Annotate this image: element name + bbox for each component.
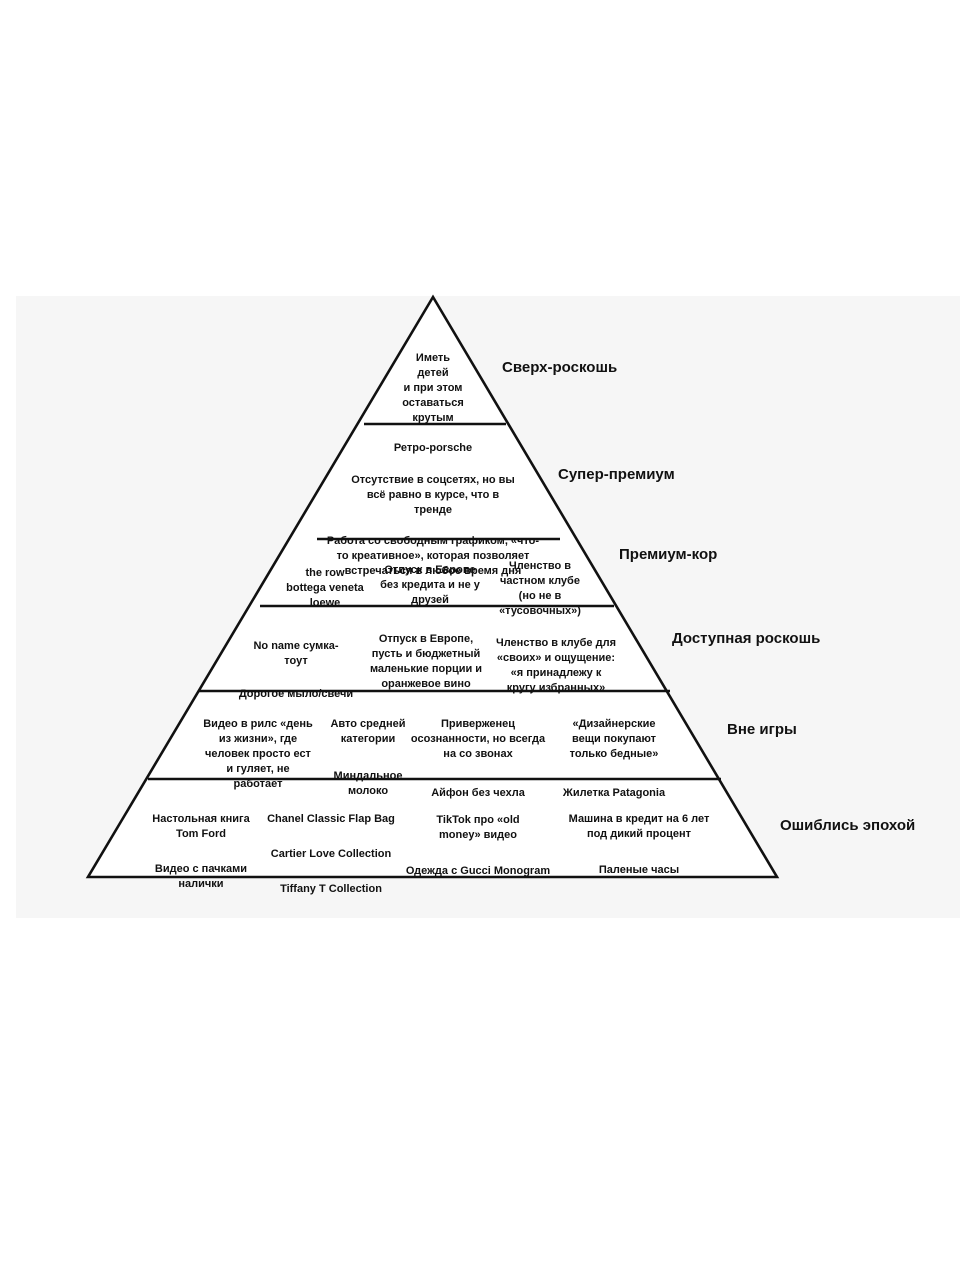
- cell-text: Отпуск в Европе без кредита и не у друзе…: [380, 564, 480, 606]
- tier-5-cell-2: Авто средней категории Миндальное молоко: [318, 702, 418, 814]
- cell-text: Отпуск в Европе, пусть и бюджетный мален…: [369, 633, 483, 690]
- cell-text: Жилетка Patagonia: [562, 787, 666, 799]
- tier-6-label: Ошиблись эпохой: [780, 817, 916, 834]
- cell-text: the row bottega veneta loewe: [286, 567, 364, 609]
- tier-2-label: Супер-премиум: [558, 466, 675, 483]
- tier-6-cell-3: TikTok про «old money» видео Одежда с Gu…: [403, 798, 553, 894]
- tier-6-cell-1: Настольная книга Tom Ford Видео с пачкам…: [136, 797, 266, 907]
- tier-4-cell-3: Членство в клубе для «своих» и ощущение:…: [486, 621, 626, 711]
- tier-3-label: Премиум-кор: [619, 546, 718, 563]
- cell-text: Айфон без чехла: [431, 787, 525, 799]
- cell-text: No name сумка- тоут: [253, 640, 339, 667]
- cell-text: Cartier Love Collection: [270, 848, 392, 860]
- tier-4-cell-2: Отпуск в Европе, пусть и бюджетный мален…: [356, 617, 496, 707]
- tier-5-cell-4: «Дизайнерские вещи покупают только бедны…: [544, 702, 684, 816]
- tier-3-cell-3: Членство в частном клубе (но не в «тусов…: [480, 544, 600, 634]
- tier-5-cell-3: Приверженец осознанности, но всегда на с…: [408, 702, 548, 816]
- cell-text: Видео в рилс «день из жизни», где челове…: [203, 718, 313, 790]
- cell-text: TikTok про «old money» видео: [436, 814, 520, 841]
- cell-text: Отсутствие в соцсетях, но вы всё равно в…: [351, 474, 515, 516]
- cell-text: Членство в клубе для «своих» и ощущение:…: [495, 637, 616, 694]
- cell-text: «Дизайнерские вещи покупают только бедны…: [569, 718, 659, 760]
- cell-text: Машина в кредит на 6 лет под дикий проце…: [568, 813, 710, 840]
- cell-text: Tiffany T Collection: [280, 883, 382, 895]
- cell-text: Работа со свободным графиком, «что- то к…: [326, 535, 540, 577]
- cell-text: Дорогое мыло/свечи: [238, 688, 354, 700]
- tier-5-label: Вне игры: [727, 721, 797, 738]
- pyramid-triangle: [85, 294, 780, 879]
- tier-6-cell-4: Машина в кредит на 6 лет под дикий проце…: [559, 797, 719, 893]
- cell-text: Приверженец осознанности, но всегда на с…: [410, 718, 546, 760]
- cell-text: Ретро-porsche: [393, 442, 473, 454]
- cell-text: Одежда с Gucci Monogram: [405, 865, 551, 877]
- tier-5-cell-1: Видео в рилс «день из жизни», где челове…: [190, 702, 326, 807]
- tier-1-cell-1: Иметь детей и при этом оставаться крутым: [383, 336, 483, 441]
- cell-text: Настольная книга Tom Ford: [152, 813, 250, 840]
- cell-text: Chanel Classic Flap Bag: [267, 813, 395, 825]
- tier-4-label: Доступная роскошь: [672, 630, 821, 647]
- cell-text: Паленые часы: [598, 864, 680, 876]
- cell-text: Иметь детей и при этом оставаться крутым: [402, 352, 464, 424]
- tier-2-cell-1: Ретро-porsche Отсутствие в соцсетях, но …: [317, 426, 549, 594]
- cell-text: Авто средней категории: [330, 718, 406, 745]
- tier-3-cell-2: Отпуск в Европе без кредита и не у друзе…: [370, 548, 490, 623]
- cell-text: Членство в частном клубе (но не в «тусов…: [499, 560, 581, 617]
- tier-1-label: Сверх-роскошь: [502, 359, 618, 376]
- tier-4-cell-1: No name сумка- тоут Дорогое мыло/свечи: [226, 624, 366, 717]
- cell-text: Видео с пачками налички: [154, 863, 248, 890]
- cell-text: Миндальное молоко: [333, 770, 403, 797]
- tier-6-cell-2: Chanel Classic Flap Bag Cartier Love Col…: [256, 797, 406, 912]
- tier-3-cell-1: the row bottega veneta loewe: [270, 551, 380, 626]
